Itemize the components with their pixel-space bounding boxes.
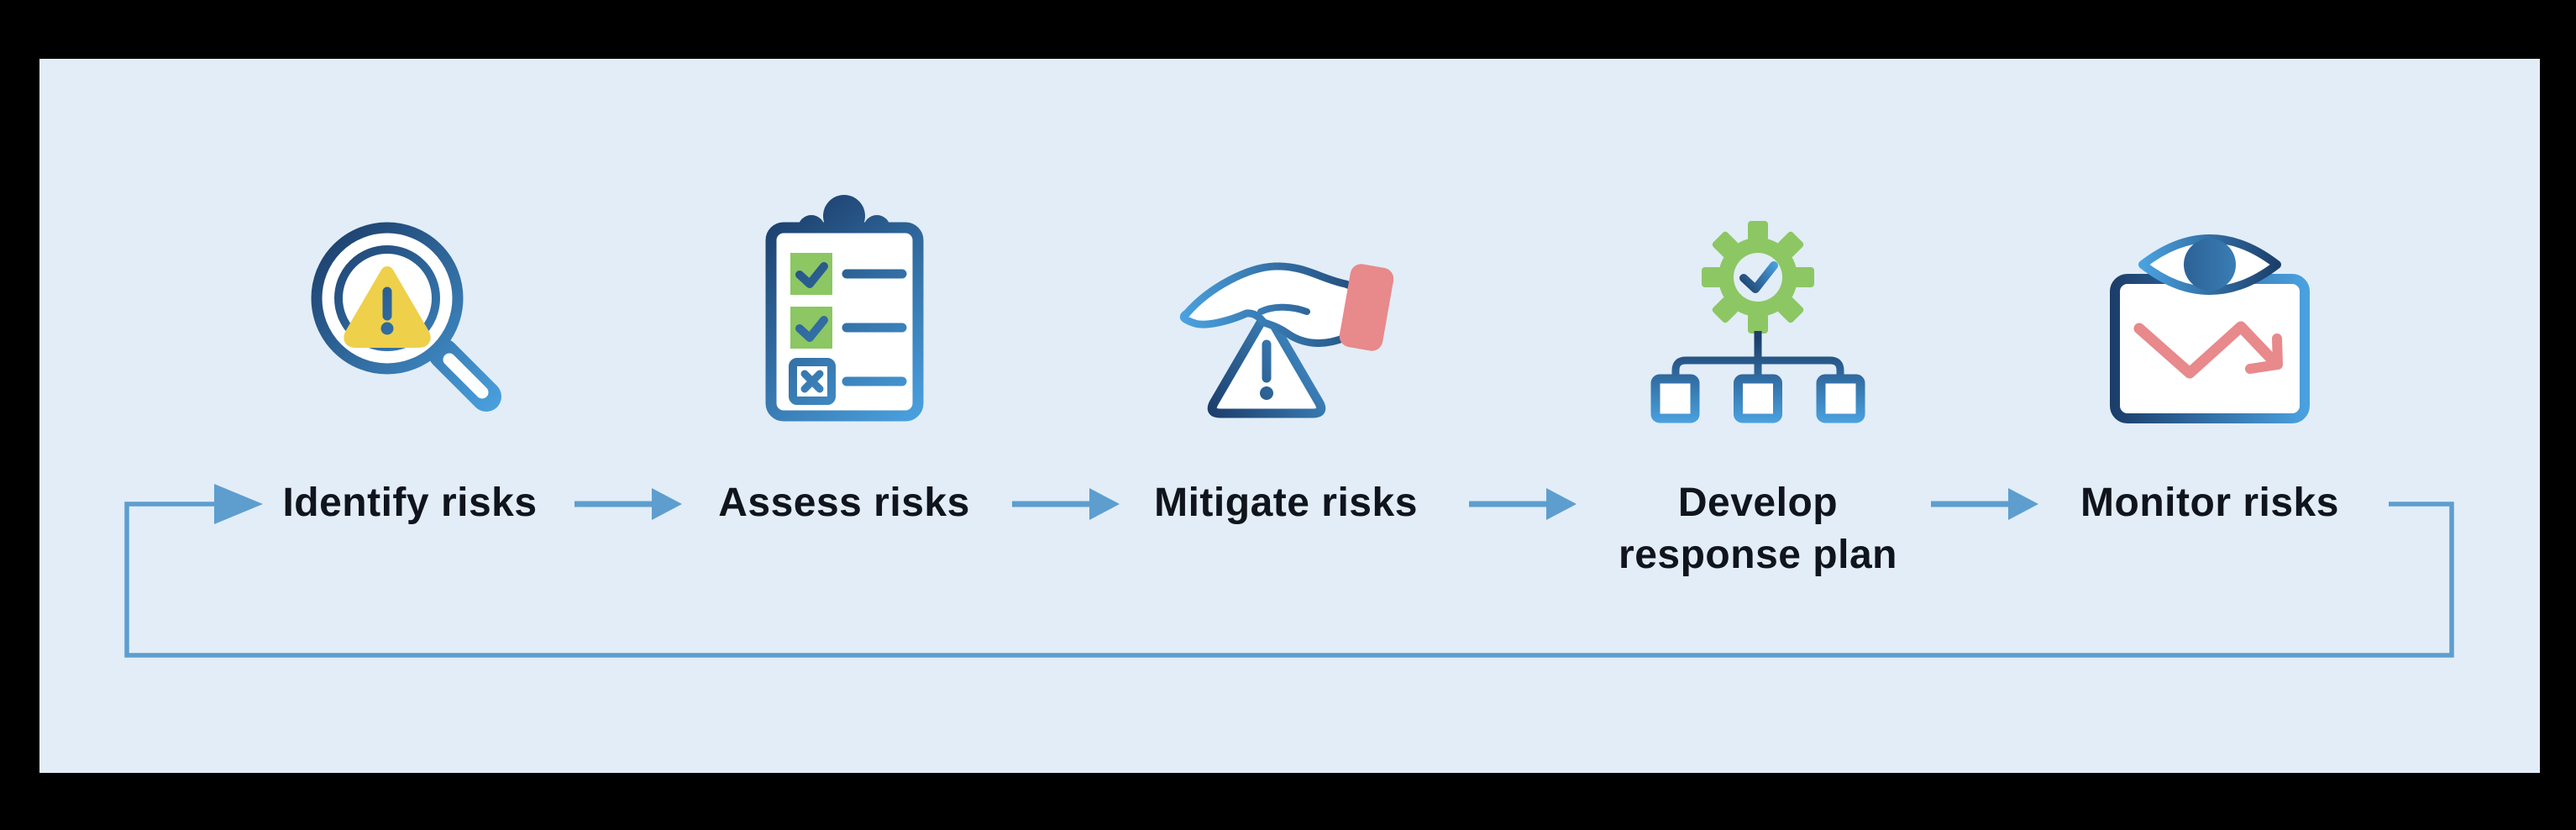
eye-pupil	[2184, 239, 2236, 291]
loop-arrowhead	[214, 484, 263, 524]
step-monitor-risks: Monitor risks	[2033, 59, 2386, 773]
eye-chart-icon	[2110, 234, 2310, 423]
declining-trend-line	[2133, 321, 2280, 379]
flow-arrow	[1931, 488, 2038, 520]
step-icon-box	[668, 185, 1020, 424]
step-develop-response-plan: Develop response plan	[1582, 59, 1934, 773]
step-label: Develop response plan	[1619, 481, 1897, 577]
trend-arrowhead	[2245, 334, 2283, 374]
flow-arrow	[1012, 488, 1120, 520]
covering-hand	[1179, 262, 1356, 347]
feedback-loop-arrow	[124, 484, 2454, 658]
hand-over-warning-icon	[1179, 262, 1393, 418]
step-identify-risks: Identify risks	[233, 59, 586, 773]
step-label: Identify risks	[282, 481, 538, 525]
step-icon-box	[1110, 185, 1462, 424]
step-assess-risks: Assess risks	[668, 59, 1020, 773]
step-label: Mitigate risks	[1154, 481, 1418, 525]
list-lines	[842, 269, 906, 386]
hierarchy-connectors	[1671, 331, 1844, 379]
magnifier-warning-icon	[311, 222, 501, 412]
step-icon-box	[2033, 185, 2386, 424]
flow-arrow	[574, 488, 682, 520]
step-label: Monitor risks	[2080, 481, 2339, 525]
checklist-clipboard-icon	[765, 195, 923, 422]
flow-arrow	[1469, 488, 1577, 520]
sleeve-cuff	[1339, 264, 1393, 351]
step-label: Assess risks	[718, 481, 970, 525]
thumb-line	[1257, 303, 1310, 315]
hierarchy-nodes	[1650, 374, 1865, 423]
diagram-panel: Identify risks	[39, 59, 2540, 773]
step-icon-box	[1582, 185, 1934, 424]
gear-hierarchy-icon	[1650, 221, 1865, 423]
step-mitigate-risks: Mitigate risks	[1110, 59, 1462, 773]
check-mark	[1739, 261, 1778, 293]
step-icon-box	[233, 185, 586, 424]
